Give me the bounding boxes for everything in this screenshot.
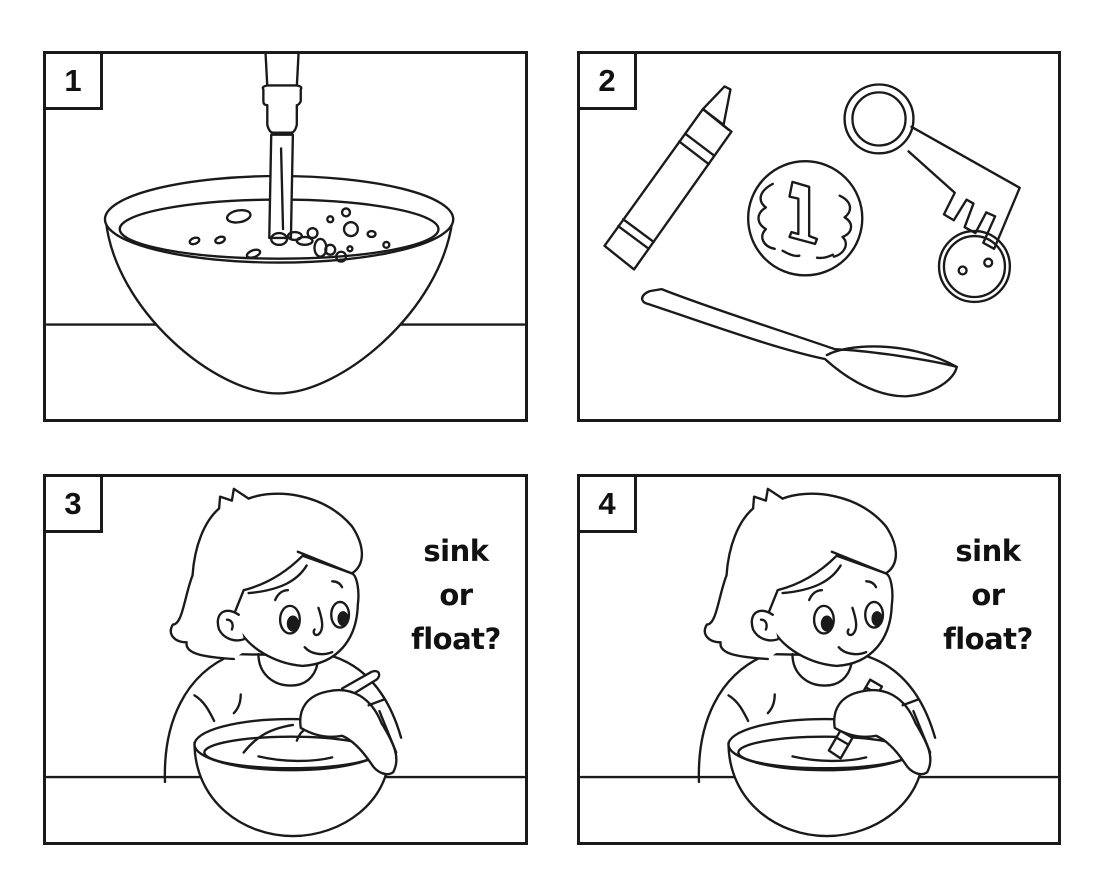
bowl-icon	[104, 220, 454, 395]
button-icon	[937, 229, 1012, 304]
panel-3-stirring: 3	[43, 474, 528, 845]
arm	[833, 689, 932, 776]
panel-2-objects: 2	[577, 51, 1061, 422]
child-with-spoon-illustration	[46, 487, 525, 838]
child-figure	[163, 487, 403, 784]
sink-or-float-caption: sink or float?	[928, 529, 1048, 661]
panel-1-water-bowl: 1	[43, 51, 528, 422]
spoon-icon	[640, 287, 958, 398]
child-with-crayon-illustration	[580, 487, 1058, 838]
caption-line-3: float?	[411, 622, 501, 656]
caption-line-1: sink	[423, 534, 489, 568]
bowl-with-tap-illustration	[46, 54, 525, 395]
caption-line-2: or	[971, 578, 1005, 612]
tap-icon	[264, 54, 300, 88]
panel-number: 4	[580, 477, 637, 533]
coin-icon	[746, 160, 864, 277]
caption-line-2: or	[439, 578, 473, 612]
objects-illustration	[603, 83, 1021, 398]
sink-or-float-caption: sink or float?	[396, 529, 516, 661]
panel-number: 3	[46, 477, 103, 533]
child-figure	[697, 487, 937, 784]
caption-line-1: sink	[955, 534, 1021, 568]
caption-line-3: float?	[943, 622, 1033, 656]
panel-number: 2	[580, 54, 637, 110]
arm	[299, 689, 398, 776]
bowl-icon	[46, 717, 525, 838]
key-icon	[843, 83, 1021, 250]
panel-number: 1	[46, 54, 103, 110]
bowl-icon	[580, 717, 1058, 838]
panel-4-crayon-test: 4	[577, 474, 1061, 845]
crayon-icon	[603, 85, 733, 271]
